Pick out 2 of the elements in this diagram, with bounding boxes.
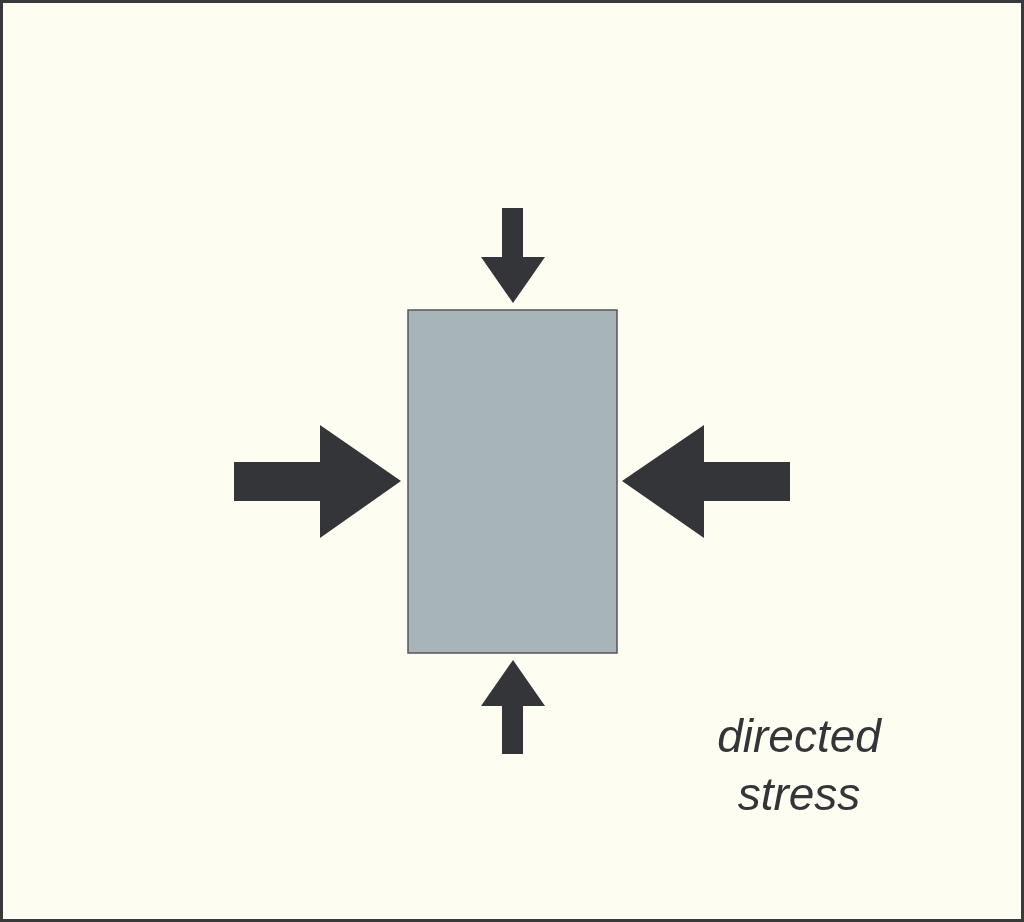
- rock-block: [407, 309, 618, 654]
- caption-text: directed stress: [716, 709, 883, 822]
